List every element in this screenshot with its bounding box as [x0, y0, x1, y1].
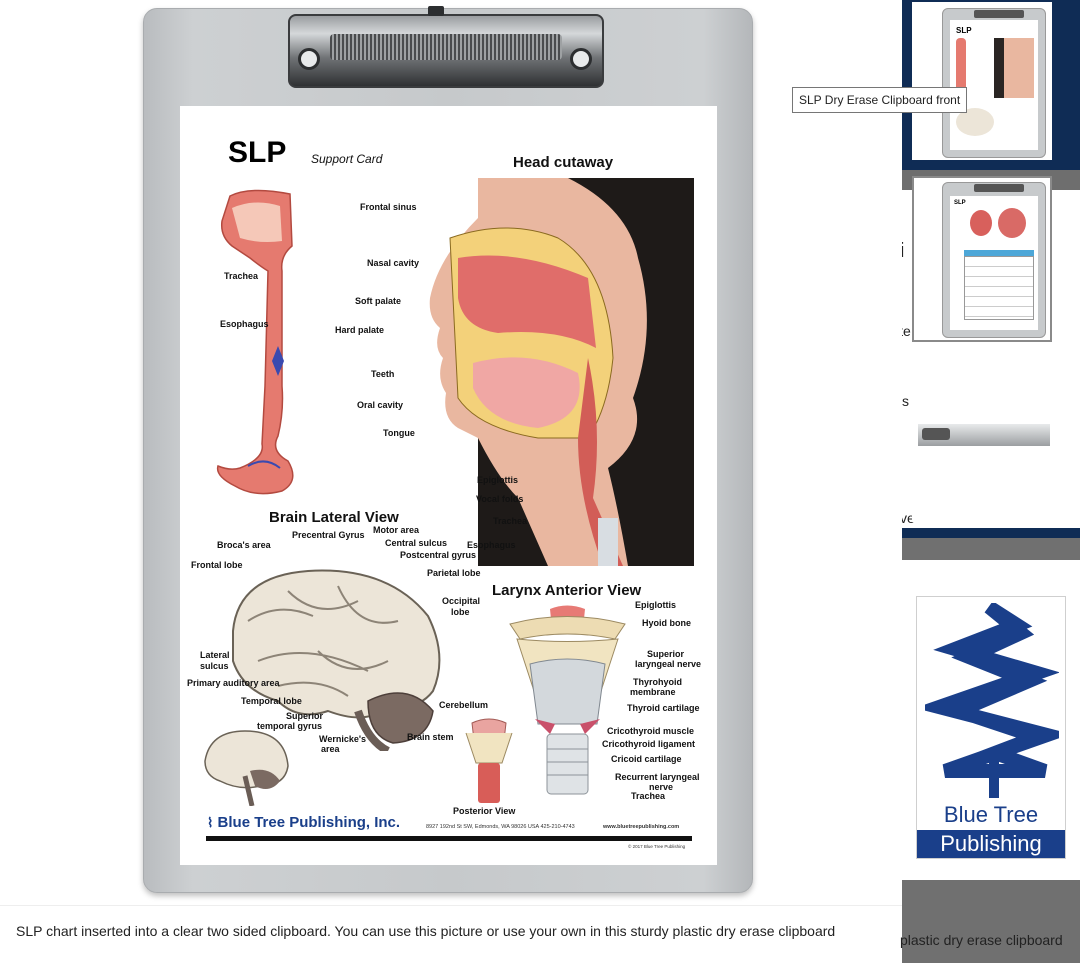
label-trachea-left: Trachea — [224, 271, 259, 281]
label-wernickes-1: Wernicke's — [319, 734, 366, 744]
label-brocas-area: Broca's area — [217, 540, 271, 550]
section-title-larynx: Larynx Anterior View — [492, 582, 642, 599]
label-temporal-lobe: Temporal lobe — [241, 696, 302, 706]
label-hard-palate: Hard palate — [335, 325, 385, 335]
thumbnail-back[interactable]: SLP — [912, 176, 1052, 342]
side-text-fragment: i — [902, 240, 905, 262]
label-cricothyroid-muscle: Cricothyroid muscle — [607, 726, 695, 736]
label-superior-laryngeal-2: laryngeal nerve — [635, 659, 702, 669]
thumb-illustration — [970, 210, 992, 236]
label-epiglottis: Epiglottis — [477, 475, 518, 485]
thumb-table-header — [964, 250, 1034, 256]
thumbnail-front[interactable]: SLP — [912, 2, 1052, 160]
section-title-posterior: Posterior View — [453, 806, 516, 816]
image-caption: SLP chart inserted into a clear two side… — [0, 905, 902, 963]
label-superior-laryngeal-1: Superior — [647, 649, 685, 659]
thumb-illustration — [956, 38, 966, 98]
mini-card: SLP — [950, 196, 1038, 330]
label-frontal-lobe: Frontal lobe — [191, 560, 243, 570]
label-lx-trachea: Trachea — [631, 791, 666, 801]
mini-clip — [974, 10, 1024, 18]
label-lateral-sulcus-1: Lateral — [200, 650, 230, 660]
thumbnail-side[interactable] — [912, 356, 1052, 522]
side-text-fragment: ite — [902, 323, 911, 339]
tree-icon: ⌇ — [207, 815, 214, 830]
head-cutaway-illustration — [429, 178, 694, 566]
label-oral-cavity: Oral cavity — [357, 400, 404, 410]
label-recurrent-laryngeal-1: Recurrent laryngeal — [615, 772, 700, 782]
label-nasal-cavity: Nasal cavity — [367, 258, 420, 268]
card-subtitle: Support Card — [311, 152, 383, 166]
label-vocal-folds: Vocal folds — [476, 494, 524, 504]
digestive-tract-illustration — [216, 189, 294, 495]
label-esophagus: Esophagus — [467, 540, 516, 550]
label-esophagus-left: Esophagus — [220, 319, 269, 329]
clip-rivet-right — [570, 48, 592, 70]
card-title: SLP — [228, 136, 287, 169]
label-superior-temporal-2: temporal gyrus — [257, 721, 323, 731]
side-text-fragment: ve — [902, 510, 915, 526]
thumb-illustration — [918, 424, 1050, 446]
thumbnail-tooltip: SLP Dry Erase Clipboard front — [792, 87, 968, 113]
image-viewer: SLP Support Card Trachea Esophagus Head … — [143, 6, 753, 893]
label-hyoid-bone: Hyoid bone — [642, 618, 691, 628]
label-cricothyroid-ligament: Cricothyroid ligament — [602, 739, 696, 749]
label-teeth: Teeth — [371, 369, 395, 379]
slp-support-card: SLP Support Card Trachea Esophagus Head … — [180, 106, 717, 865]
label-trachea: Trachea — [493, 516, 528, 526]
footer-copyright: © 2017 Blue Tree Publishing — [628, 844, 686, 849]
label-cricoid-cartilage: Cricoid cartilage — [611, 754, 682, 764]
footer-divider — [206, 836, 692, 841]
clipboard-clip — [288, 14, 604, 88]
label-thyrohyoid-2: membrane — [630, 687, 676, 697]
label-superior-temporal-1: Superior — [286, 711, 324, 721]
label-thyroid-cartilage: Thyroid cartilage — [627, 703, 700, 713]
label-brain-stem: Brain stem — [407, 732, 454, 742]
blue-tree-logo-icon — [925, 603, 1059, 798]
clip-rivet-left — [298, 48, 320, 70]
label-lateral-sulcus-2: sulcus — [200, 661, 229, 671]
label-precentral-gyrus: Precentral Gyrus — [292, 530, 365, 540]
logo-line-2: Publishing — [917, 830, 1065, 858]
footer-publisher: ⌇ Blue Tree Publishing, Inc. — [207, 814, 401, 831]
label-recurrent-laryngeal-2: nerve — [649, 782, 674, 792]
thumb-title: SLP — [956, 26, 972, 35]
mini-card: SLP — [950, 20, 1038, 150]
label-central-sulcus: Central sulcus — [385, 538, 448, 548]
larynx-anterior-illustration — [509, 605, 626, 795]
thumb-title: SLP — [954, 200, 966, 206]
label-motor-area: Motor area — [373, 525, 420, 535]
label-occipital-lobe-2: lobe — [451, 607, 470, 617]
label-wernickes-2: area — [321, 744, 340, 754]
footer-url: www.bluetreepublishing.com — [603, 824, 680, 830]
thumb-illustration — [994, 38, 1034, 98]
side-text-fragment: s — [902, 393, 909, 409]
label-primary-auditory: Primary auditory area — [187, 678, 280, 688]
label-cerebellum: Cerebellum — [439, 700, 489, 710]
brain-sagittal-illustration — [204, 730, 289, 806]
mini-clip — [974, 184, 1024, 192]
thumb-illustration — [922, 428, 950, 440]
thumb-table — [964, 256, 1034, 320]
logo-line-1: Blue Tree — [943, 802, 1039, 827]
label-occipital-lobe-1: Occipital — [442, 596, 481, 606]
label-lx-epiglottis: Epiglottis — [635, 600, 676, 610]
label-postcentral-gyrus: Postcentral gyrus — [400, 550, 477, 560]
label-parietal-lobe: Parietal lobe — [427, 568, 481, 578]
label-soft-palate: Soft palate — [355, 296, 402, 306]
section-title-head: Head cutaway — [513, 154, 614, 171]
thumb-illustration — [998, 208, 1026, 238]
label-tongue: Tongue — [383, 428, 415, 438]
caption-text: SLP chart inserted into a clear two side… — [16, 923, 836, 939]
larynx-posterior-illustration — [465, 718, 513, 803]
section-title-brain: Brain Lateral View — [269, 509, 399, 526]
label-thyrohyoid-1: Thyrohyoid — [633, 677, 682, 687]
footer-address: 8927 192nd St SW, Edmonds, WA 98026 USA … — [426, 824, 575, 830]
brain-lateral-illustration — [232, 569, 441, 751]
side-caption: plastic dry erase clipboard — [900, 932, 1063, 948]
label-frontal-sinus: Frontal sinus — [360, 202, 417, 212]
publisher-logo: Blue Tree Publishing — [916, 596, 1066, 859]
clip-lever — [428, 6, 444, 16]
